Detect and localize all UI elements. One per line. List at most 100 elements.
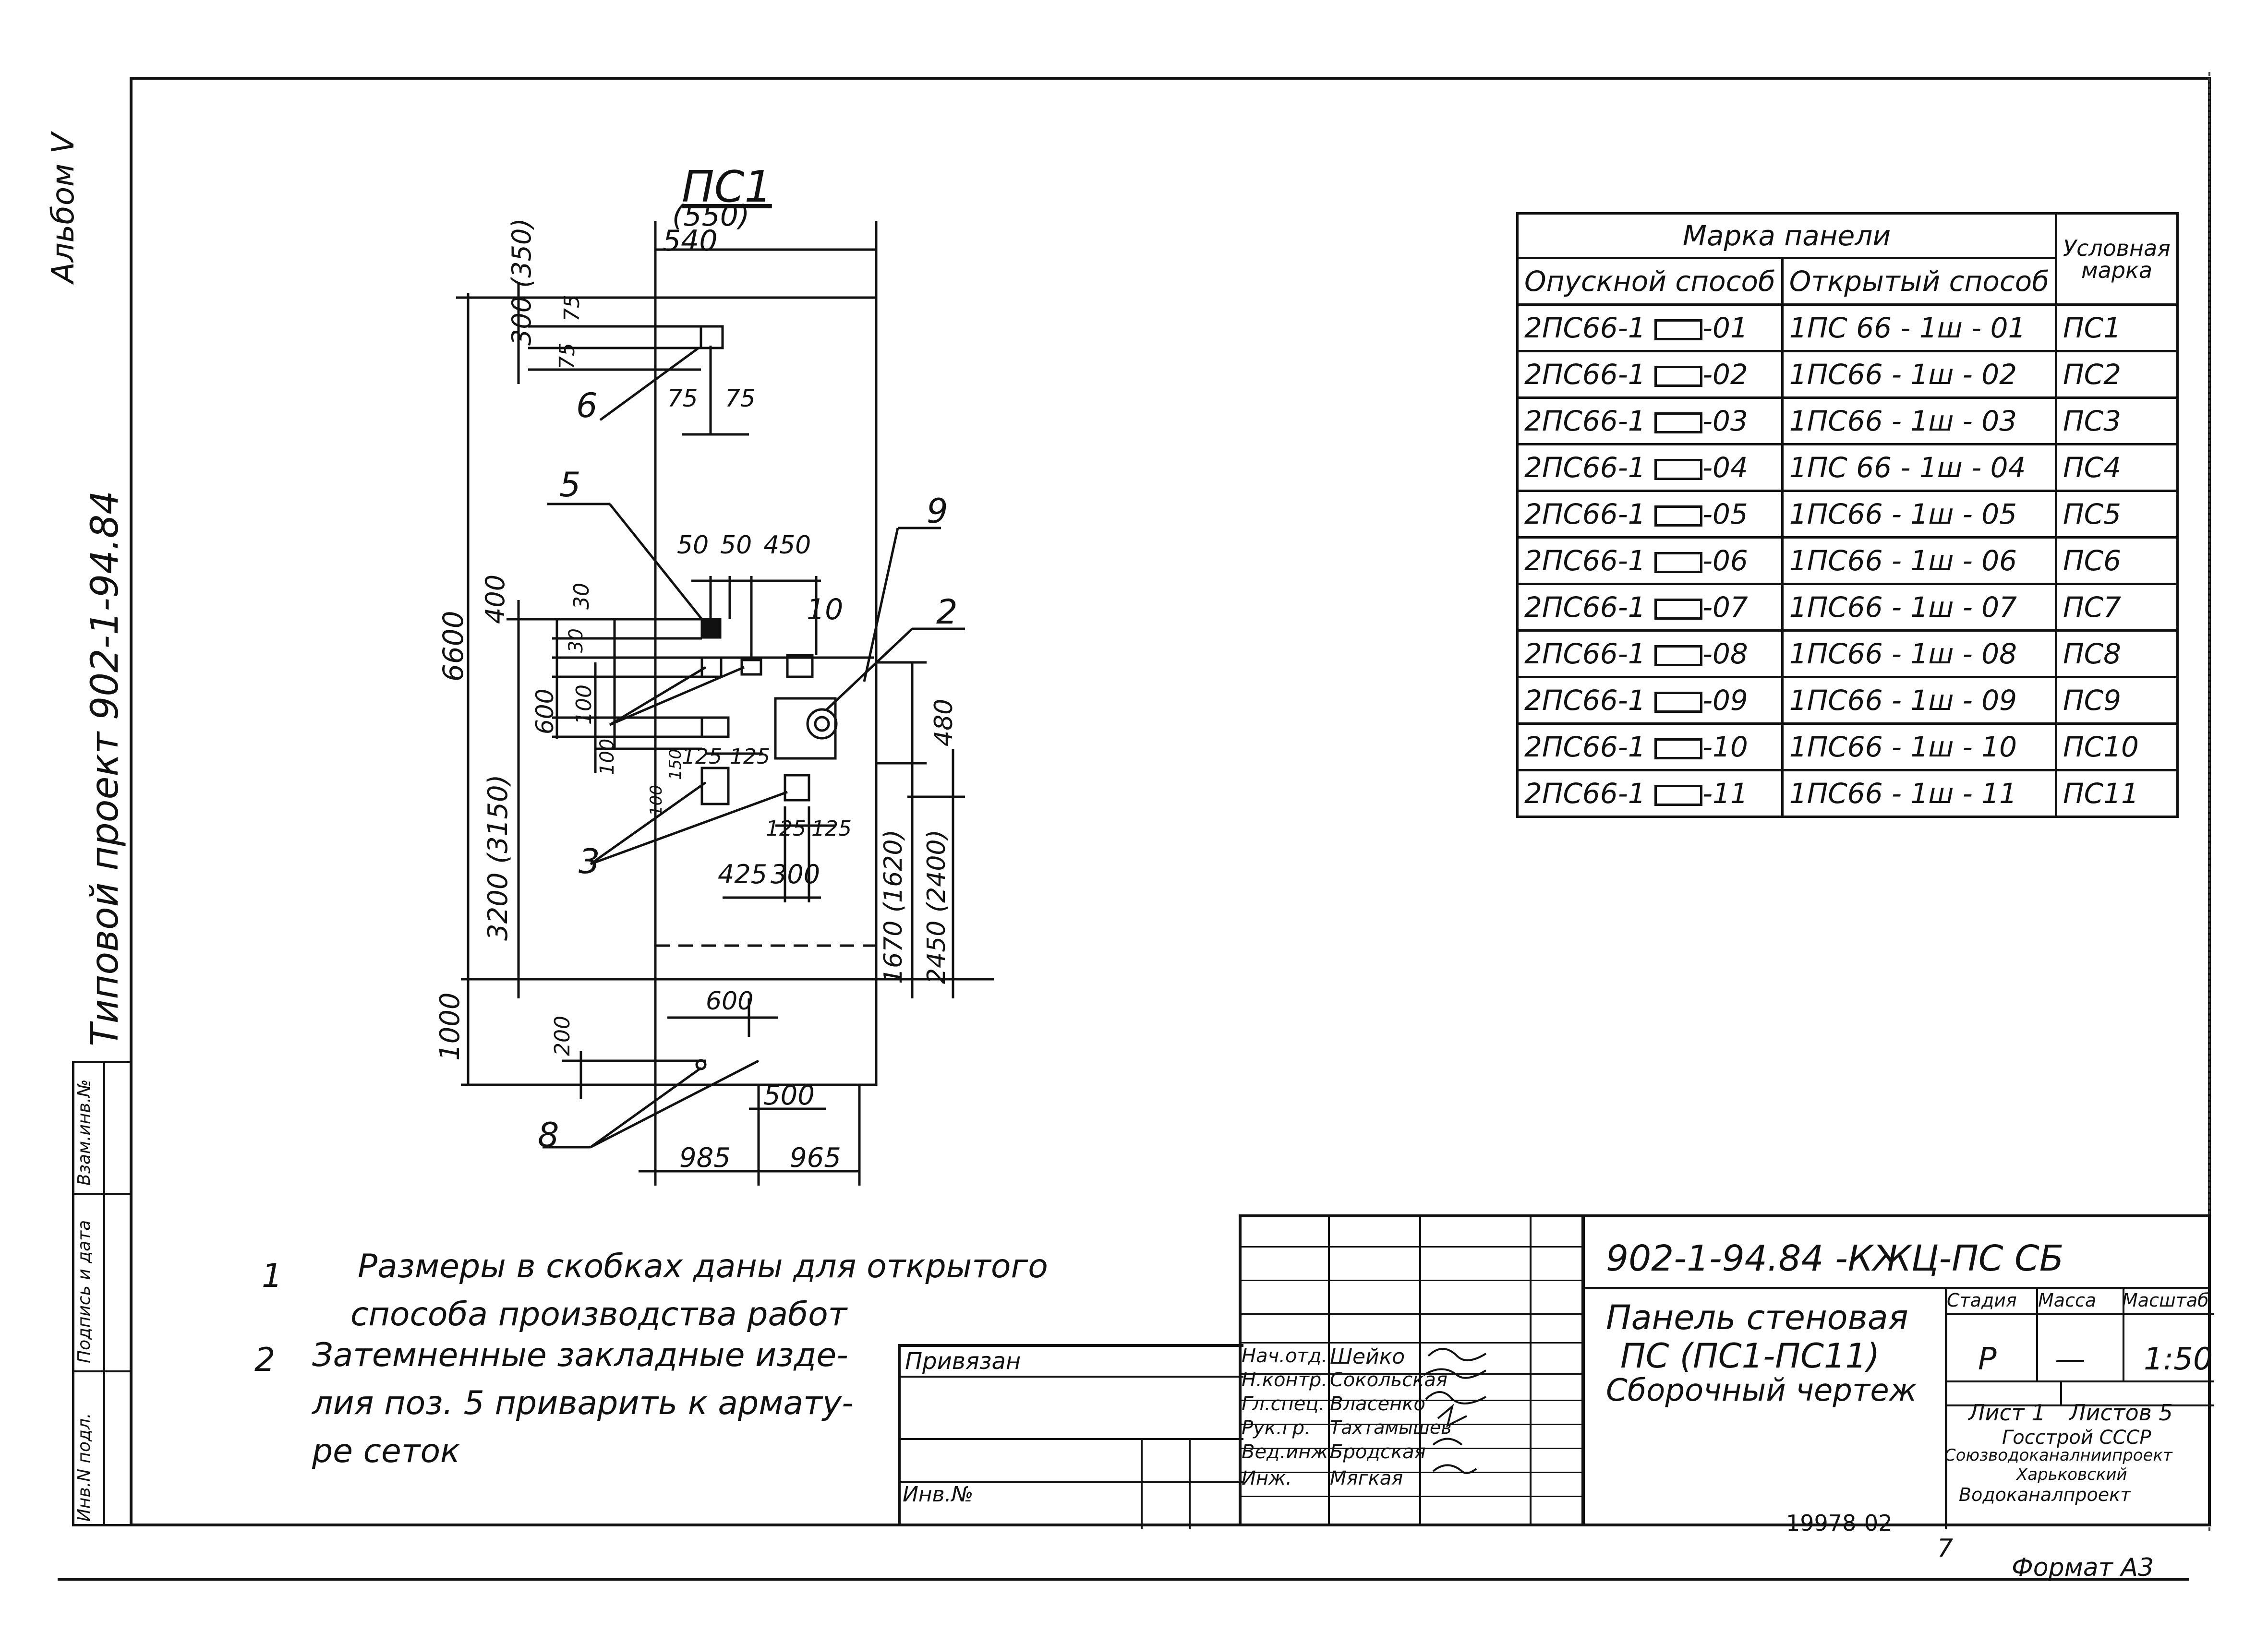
dim-30b: 30 — [565, 628, 587, 653]
note-2-number: 2 — [254, 1341, 276, 1379]
sheets-total: Листов 5 — [2069, 1400, 2173, 1426]
page-number: 7 — [1937, 1534, 1954, 1563]
title-block-left — [898, 1344, 1243, 1529]
dim-200: 200 — [550, 1016, 575, 1056]
role-5: Вед.инж. — [1242, 1441, 1335, 1463]
name-6: Мягкая — [1330, 1467, 1403, 1489]
dim-300: 300 — [771, 859, 820, 889]
dim-1000: 1000 — [434, 992, 466, 1061]
stage-value: Р — [1978, 1342, 1997, 1377]
dim-125c: 125 — [766, 816, 806, 841]
dim-500: 500 — [763, 1080, 815, 1111]
embed-3b — [700, 767, 730, 805]
org-line-4: Водоканалпроект — [1959, 1484, 2131, 1505]
drawing-name-1: Панель стеновая — [1606, 1298, 1908, 1337]
dim-75a: 75 — [560, 295, 584, 322]
dim-600b: 600 — [706, 987, 754, 1016]
org-line-3: Харьковский — [2016, 1465, 2127, 1484]
dim-75c: 75 — [667, 384, 698, 412]
callout-9: 9 — [927, 492, 948, 531]
role-3: Гл.спец. — [1242, 1393, 1325, 1415]
dim-100b: 100 — [596, 738, 618, 775]
privyazan-label: Привязан — [905, 1348, 1021, 1375]
role-2: Н.контр. — [1242, 1369, 1327, 1391]
dim-2450: 2450 (2400) — [922, 829, 951, 984]
signature-scribbles — [1423, 1348, 1487, 1474]
dim-100c: 100 — [647, 785, 666, 816]
marks-col-a: Опускной способ — [1516, 257, 1784, 306]
dim-480: 480 — [929, 698, 958, 746]
dim-top-550: (550) — [672, 199, 750, 233]
dim-125a: 125 — [682, 744, 722, 769]
callout-8: 8 — [538, 1116, 559, 1155]
embed-3c — [784, 774, 810, 802]
embed-9 — [740, 659, 762, 676]
role-4: Рук.гр. — [1242, 1417, 1311, 1439]
mass-value: — — [2055, 1342, 2086, 1377]
note-2-line-1: Затемненные закладные изде- — [312, 1336, 848, 1374]
scale-header: Масштаб — [2122, 1290, 2209, 1311]
paper-format: Формат А3 — [2012, 1553, 2154, 1582]
dim-965: 965 — [790, 1142, 841, 1174]
marks-header-top: Марка панели — [1516, 212, 2058, 259]
right-edge-rule — [2208, 72, 2212, 1531]
drawing-name-2: ПС (ПС1-ПС11) — [1620, 1336, 1880, 1376]
callout-3: 3 — [579, 842, 600, 881]
note-1-line-2: способа производства работ — [350, 1296, 847, 1333]
dim-6600: 6600 — [437, 611, 470, 682]
embed-2-circle — [806, 708, 838, 740]
left-stamp — [72, 1061, 133, 1526]
dim-600: 600 — [531, 688, 559, 734]
dim-300-350: 300 (350) — [507, 218, 537, 346]
title-block-main — [1582, 1214, 2214, 1529]
dim-450: 450 — [763, 531, 811, 560]
drawing-code: 902-1-94.84 -КЖЦ-ПС СБ — [1606, 1238, 2064, 1279]
stage-header: Стадия — [1947, 1290, 2017, 1311]
dim-30a: 30 — [569, 583, 594, 610]
dim-3200: 3200 (3150) — [483, 774, 514, 941]
sheet-number: Лист 1 — [1968, 1400, 2046, 1426]
callout-6: 6 — [576, 386, 598, 425]
callout-10: 10 — [807, 593, 844, 626]
dim-50b: 50 — [720, 531, 752, 560]
dim-1670: 1670 (1620) — [879, 829, 908, 984]
name-5: Бродская — [1330, 1441, 1426, 1463]
dim-top-540: 540 — [663, 224, 718, 258]
dim-125b: 125 — [730, 744, 770, 769]
scale-value: 1:50 — [2144, 1342, 2213, 1377]
drawing-name-3: Сборочный чертеж — [1606, 1373, 1917, 1408]
note-2-line-3: ре сеток — [312, 1432, 460, 1470]
marks-table: Марка панели Условная марка Опускной спо… — [1516, 212, 2179, 818]
callout-5: 5 — [559, 465, 581, 504]
callout-2: 2 — [936, 592, 958, 632]
dim-75b: 75 — [555, 343, 579, 370]
panel-label: ПС1 — [682, 162, 772, 212]
role-1: Нач.отд. — [1242, 1345, 1328, 1367]
org-line-2: Союзводоканалниипроект — [1944, 1446, 2172, 1465]
dim-50a: 50 — [677, 531, 709, 560]
bottom-rule — [58, 1578, 2189, 1581]
embed-3a — [700, 716, 730, 738]
dim-125d: 125 — [811, 816, 852, 841]
dim-400: 400 — [480, 574, 510, 624]
dim-75d: 75 — [725, 384, 756, 412]
dim-150: 150 — [666, 749, 685, 780]
dim-100a: 100 — [572, 684, 596, 725]
embed-5a — [700, 618, 722, 639]
panel-outline — [654, 296, 878, 1086]
org-line-1: Госстрой СССР — [2002, 1427, 2151, 1449]
name-3: Власенко — [1330, 1393, 1425, 1415]
dim-425: 425 — [718, 859, 768, 889]
note-1-line-1: Размеры в скобках даны для открытого — [358, 1248, 1048, 1285]
